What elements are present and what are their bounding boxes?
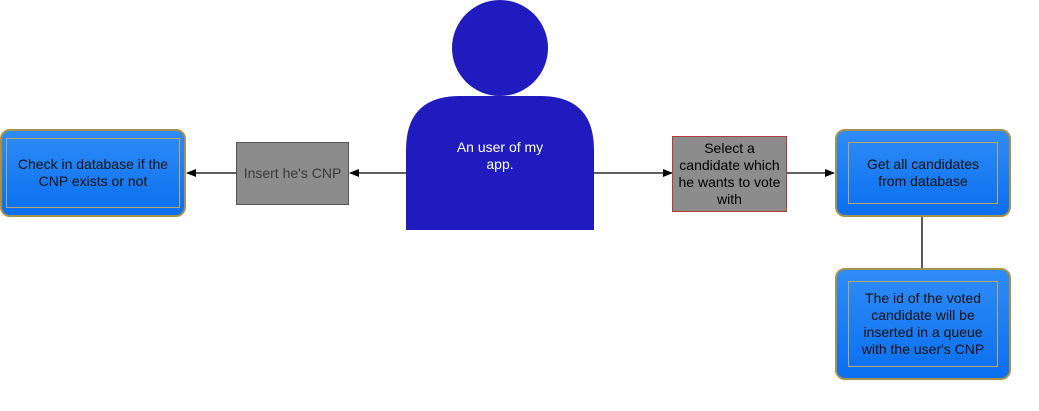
check-cnp-inner: Check in database if the CNP exists or n… — [6, 138, 180, 208]
queue-vote-inner: The id of the voted candidate will be in… — [848, 281, 998, 367]
person-body — [406, 96, 594, 230]
queue-vote-label: The id of the voted candidate will be in… — [861, 290, 985, 357]
insert-cnp-label: Insert he's CNP — [243, 165, 342, 181]
get-candidates-label: Get all candidates from database — [866, 156, 980, 189]
select-candidate-label: Select a candidate which he wants to vot… — [678, 140, 781, 207]
check-cnp-node[interactable]: Check in database if the CNP exists or n… — [0, 129, 186, 217]
select-candidate-node[interactable]: Select a candidate which he wants to vot… — [672, 136, 787, 212]
check-cnp-label: Check in database if the CNP exists or n… — [17, 156, 169, 189]
person-icon[interactable] — [406, 0, 594, 230]
get-candidates-node[interactable]: Get all candidates from database — [835, 129, 1011, 217]
queue-vote-node[interactable]: The id of the voted candidate will be in… — [835, 268, 1011, 380]
person-head — [452, 0, 548, 96]
insert-cnp-node[interactable]: Insert he's CNP — [236, 142, 349, 205]
get-candidates-inner: Get all candidates from database — [848, 142, 998, 204]
user-label: An user of my app. — [456, 139, 544, 172]
